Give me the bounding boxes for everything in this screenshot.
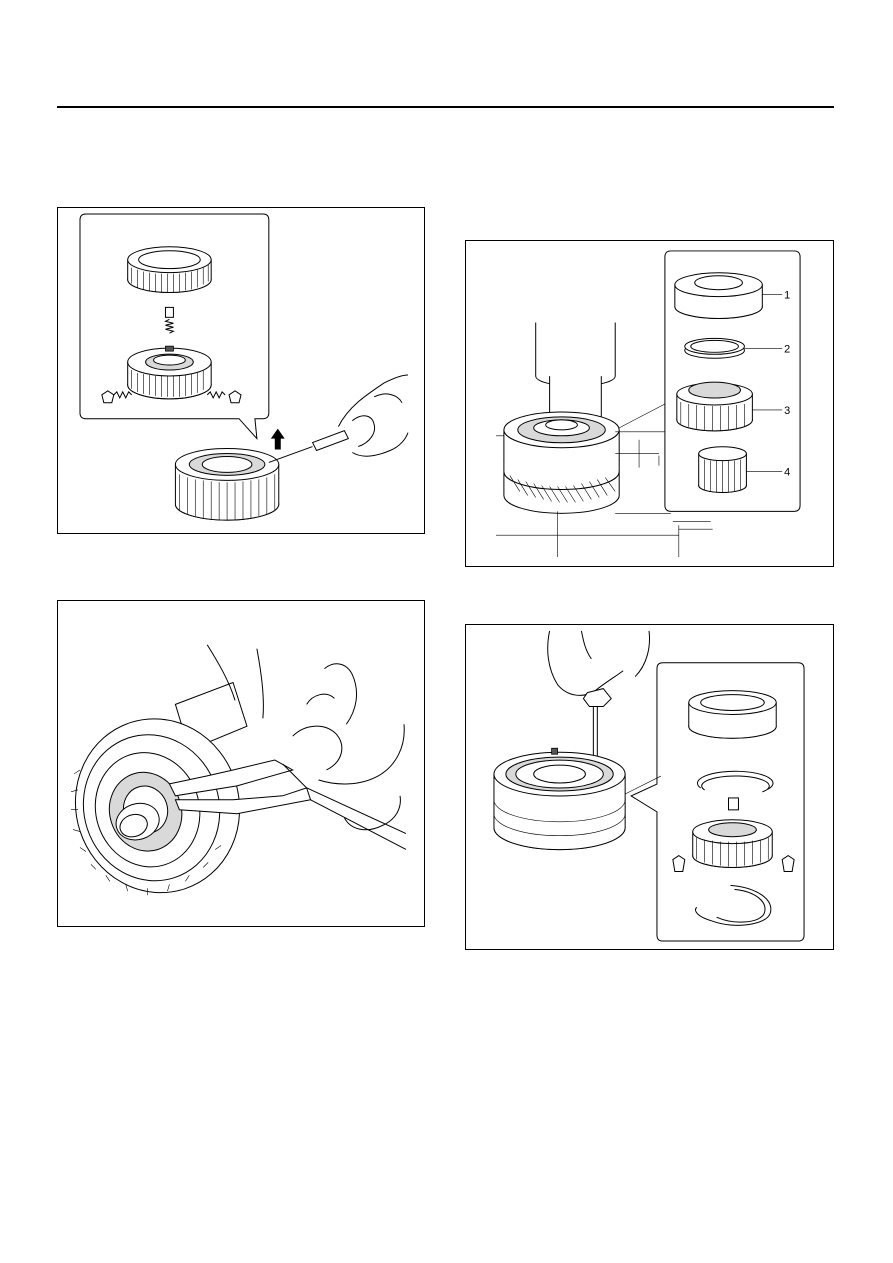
synchronizer-snap-ring-removal-icon bbox=[493, 630, 805, 942]
figure-gear-press-removal: 1 2 3 4 bbox=[465, 240, 834, 567]
snap-ring-pliers-icon bbox=[70, 644, 407, 896]
figure-synchronizer-snap-ring-removal bbox=[465, 624, 834, 950]
callout-3: 3 bbox=[784, 405, 790, 417]
figure-snap-ring-pliers bbox=[57, 600, 425, 927]
figure-synchronizer-hub-disassembly bbox=[57, 207, 425, 534]
callout-2: 2 bbox=[784, 343, 790, 355]
callout-4: 4 bbox=[784, 467, 790, 479]
gear-press-removal-icon: 1 2 3 4 bbox=[495, 250, 801, 558]
synchronizer-hub-disassembly-icon bbox=[79, 213, 409, 521]
header-rule bbox=[57, 106, 834, 108]
callout-1: 1 bbox=[784, 290, 790, 302]
